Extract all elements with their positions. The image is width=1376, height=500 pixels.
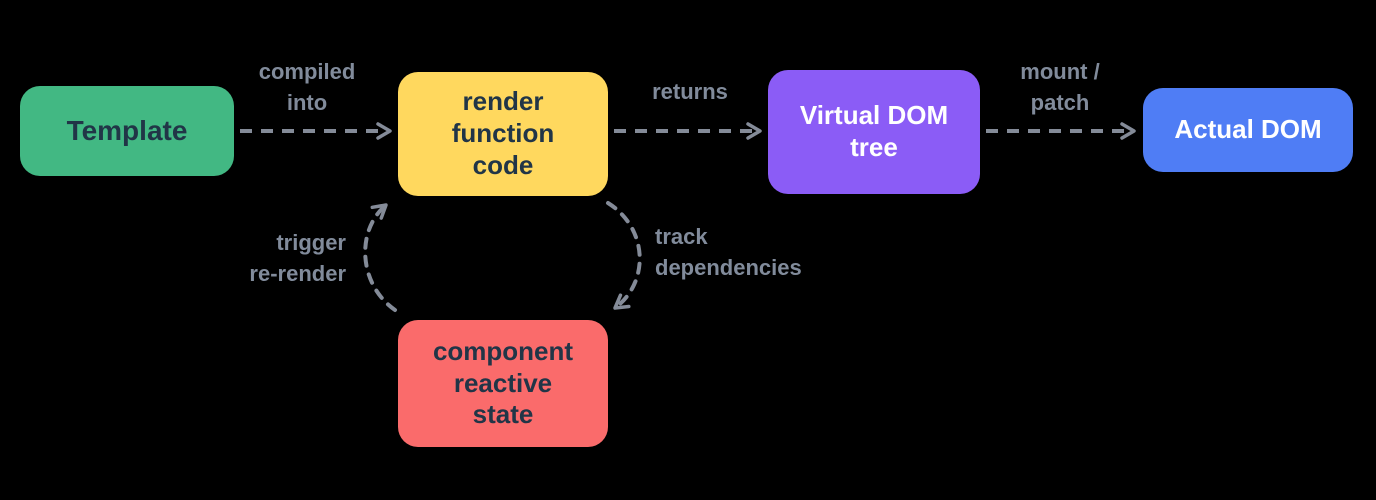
node-component-reactive-state-label: component reactive state: [432, 335, 574, 430]
node-render-function-code-label: render function code: [451, 86, 555, 180]
node-actual-dom: Actual DOM: [1143, 88, 1353, 172]
node-component-reactive-state: component reactive state: [398, 320, 608, 447]
node-actual-dom-label: Actual DOM: [1174, 114, 1322, 145]
node-template-label: Template: [66, 114, 188, 146]
edge-label-returns: returns: [652, 79, 728, 104]
arrow-trigger-rerender: [363, 203, 397, 312]
node-virtual-dom-tree: Virtual DOM tree: [768, 70, 980, 194]
node-render-function-code: render function code: [398, 72, 608, 196]
node-virtual-dom-tree-label: Virtual DOM tree: [799, 100, 949, 162]
edge-label-trigger-rerender: trigger re-render: [249, 230, 346, 286]
edge-label-track-dependencies: track dependencies: [655, 224, 802, 280]
arrow-track-dependencies: [606, 201, 642, 310]
edge-label-compiled-into: compiled into: [258, 59, 356, 115]
edge-label-mount-patch: mount / patch: [1020, 59, 1100, 115]
node-template: Template: [20, 86, 234, 176]
